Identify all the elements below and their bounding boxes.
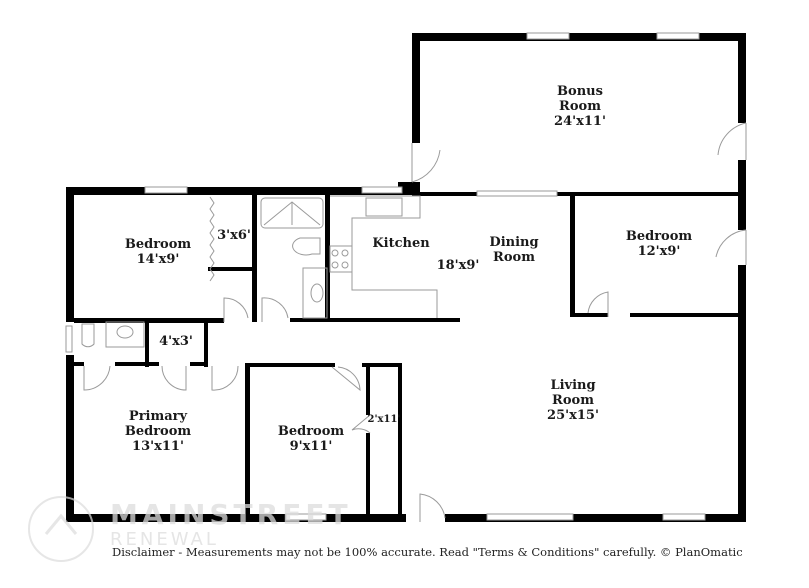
room-dimensions: 9'x11'	[289, 439, 333, 454]
bedroom-ne-label: Bedroom 12'x9'	[626, 229, 692, 259]
room-name: Dining	[489, 235, 539, 250]
dining-room-label: Dining Room	[489, 235, 538, 265]
room-dimensions: 24'x11'	[554, 114, 606, 129]
room-dimensions: 2'x11'	[367, 414, 401, 425]
room-name: Bedroom	[124, 424, 192, 439]
room-name: Kitchen	[372, 236, 430, 251]
room-name: Room	[493, 250, 535, 265]
room-dimensions: 25'x15'	[547, 408, 599, 423]
closet-s-label: 2'x11'	[368, 414, 401, 426]
disclaimer-text: Disclaimer - Measurements may not be 100…	[112, 545, 743, 559]
room-dimensions: 18'x9'	[436, 258, 480, 273]
closet-nw-label: 3'x6'	[217, 228, 251, 243]
primary-bedroom-label: Primary Bedroom 13'x11'	[125, 409, 191, 454]
room-name: Bedroom	[625, 229, 693, 244]
kitchen-dining-dims-label: 18'x9'	[437, 258, 480, 273]
room-dimensions: 3'x6'	[217, 228, 251, 243]
room-name: Bedroom	[277, 424, 345, 439]
fixtures	[65, 32, 747, 522]
room-dimensions: 4'x3'	[159, 334, 193, 349]
room-dimensions: 12'x9'	[637, 244, 681, 259]
walls	[66, 33, 746, 522]
room-dimensions: 13'x11'	[132, 439, 184, 454]
bonus-room-label: Bonus Room 24'x11'	[554, 84, 606, 129]
room-name: Room	[552, 393, 594, 408]
room-name: Bonus	[557, 84, 603, 99]
watermark-logo-icon	[28, 496, 94, 562]
room-name: Bedroom	[124, 237, 192, 252]
watermark-line2: RENEWAL	[110, 529, 219, 550]
room-dimensions: 14'x9'	[136, 252, 180, 267]
room-name: Room	[559, 99, 601, 114]
kitchen-label: Kitchen	[372, 236, 429, 251]
watermark: MAINSTREET RENEWAL	[110, 500, 352, 550]
bedroom-s-label: Bedroom 9'x11'	[278, 424, 344, 454]
watermark-line1: MAINSTREET	[110, 498, 352, 531]
bedroom-nw-label: Bedroom 14'x9'	[125, 237, 191, 267]
living-room-label: Living Room 25'x15'	[547, 378, 599, 423]
closet-hall-label: 4'x3'	[159, 334, 193, 349]
room-name: Living	[550, 378, 596, 393]
room-name: Primary	[128, 409, 188, 424]
